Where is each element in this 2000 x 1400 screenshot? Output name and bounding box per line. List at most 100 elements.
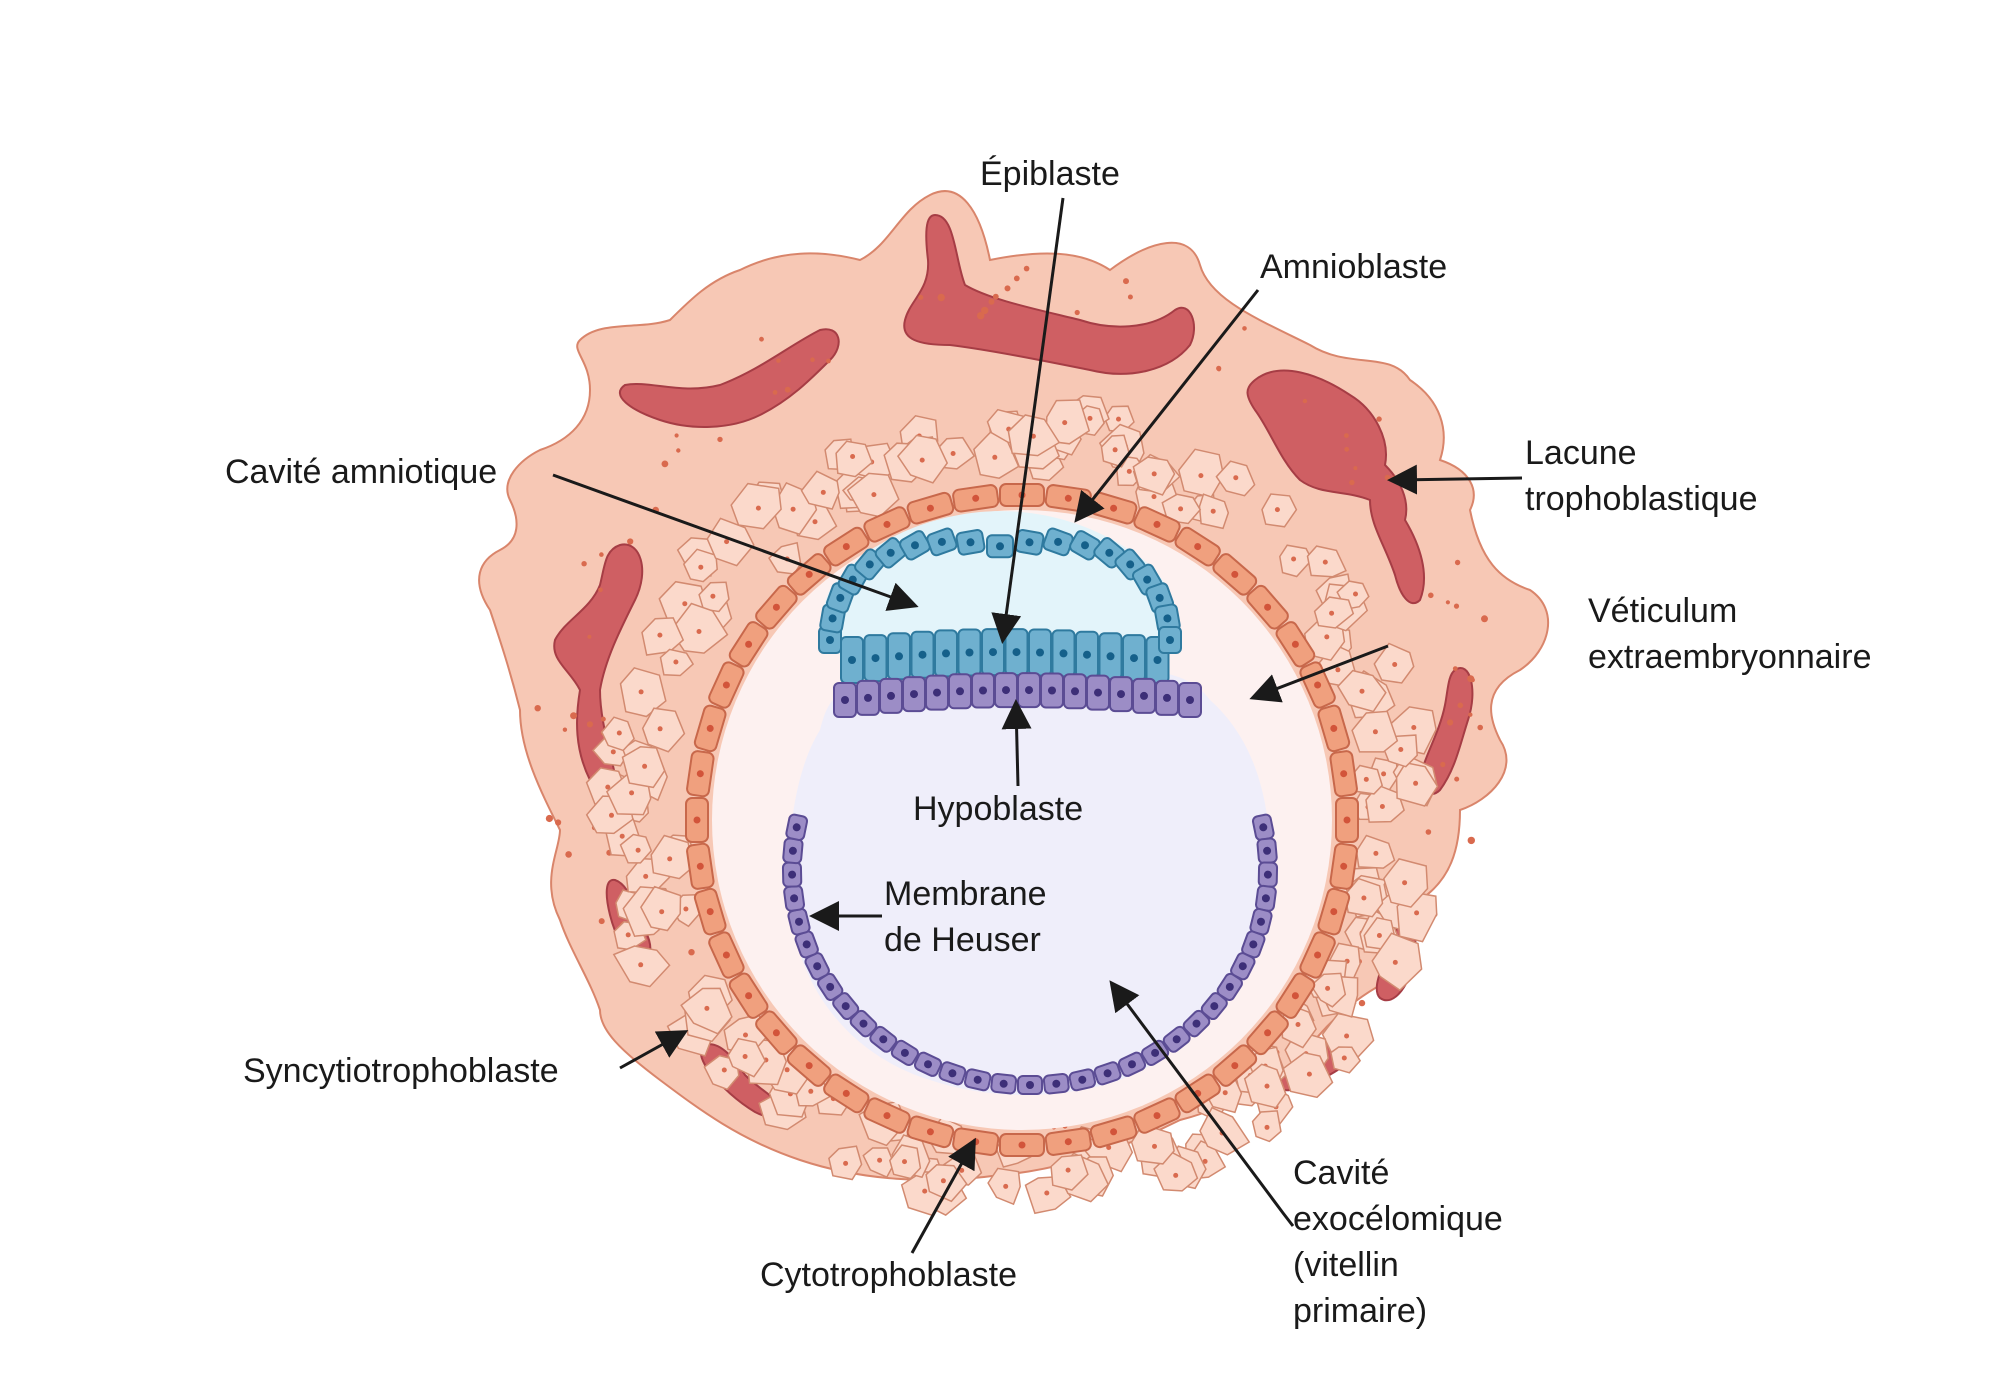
cell-nucleus <box>1044 1190 1050 1196</box>
heuser-cell <box>1162 1025 1191 1053</box>
cytotrophoblast-cell <box>1045 399 1091 445</box>
cell-nucleus <box>635 847 641 853</box>
cell-nucleus <box>1106 1145 1112 1150</box>
epiblast-cell-nucleus <box>965 648 974 657</box>
cytotrophoblast-cell <box>862 1147 895 1179</box>
label-exocelomique-3: (vitellin <box>1293 1246 1399 1284</box>
syncytio-nucleus <box>1445 600 1450 605</box>
cytotrophoblast-ring-cell <box>755 584 798 630</box>
cell-nucleus <box>1392 959 1398 965</box>
amnioblast-cell-nucleus <box>886 548 895 557</box>
cell-nucleus <box>820 489 826 495</box>
hypoblast-cell-nucleus <box>1186 696 1194 704</box>
hypoblast-cell <box>925 674 949 711</box>
syncytio-nucleus <box>826 358 831 364</box>
epiblast-cell-nucleus <box>989 648 997 657</box>
syncytio-nucleus <box>661 460 669 468</box>
cell-nucleus <box>1126 468 1132 474</box>
cell-nucleus <box>605 784 611 790</box>
cytotrophoblast-cell <box>706 517 755 567</box>
label-lacune-2: trophoblastique <box>1525 480 1758 518</box>
syncytio-nucleus <box>1467 836 1476 845</box>
cell-nucleus <box>1329 610 1335 616</box>
syncytio-nucleus <box>1468 712 1473 717</box>
ring-cell-nucleus <box>1153 1112 1161 1120</box>
hypoblast-cell <box>1017 672 1041 709</box>
heuser-cell-nucleus <box>802 940 811 949</box>
epiblast-cell-nucleus <box>1106 652 1115 661</box>
cell-nucleus <box>1344 1033 1350 1039</box>
heuser-membrane <box>781 813 1279 1095</box>
cytotrophoblast-ring-cell <box>686 750 715 798</box>
syncytio-nucleus <box>1358 999 1366 1007</box>
amnioblast-cell-nucleus <box>865 560 874 569</box>
ring-cell-nucleus <box>1343 816 1351 824</box>
cell-nucleus <box>643 873 649 879</box>
syncytio-nucleus <box>1481 615 1488 623</box>
cell-nucleus <box>1116 416 1121 422</box>
label-hypoblaste: Hypoblaste <box>913 790 1083 828</box>
cytotrophoblast-ring-cell <box>708 931 745 979</box>
cell-nucleus <box>1003 1183 1009 1189</box>
epiblast-cell-nucleus <box>895 652 903 661</box>
heuser-cell <box>990 1072 1018 1095</box>
syncytio-nucleus <box>1123 278 1129 285</box>
ring-cell-nucleus <box>1340 862 1348 870</box>
heuser-cell-nucleus <box>790 894 799 903</box>
ring-cell-nucleus <box>1340 770 1348 778</box>
cytotrophoblast-cell <box>730 482 782 530</box>
epiblast-layer <box>840 628 1170 684</box>
arrow-cytotrophoblaste <box>910 1137 976 1254</box>
syncytio-nucleus <box>977 312 985 320</box>
syncytio-nucleus <box>992 293 999 300</box>
epiblast-cell <box>1028 628 1052 677</box>
ring-cell-nucleus <box>1291 640 1299 648</box>
heuser-cell <box>1068 1068 1097 1092</box>
cell-nucleus <box>696 629 702 634</box>
heuser-cell <box>785 813 809 841</box>
cell-nucleus <box>1306 1071 1312 1077</box>
cell-nucleus <box>629 790 635 796</box>
label-arrows <box>552 197 1523 1254</box>
syncytio-nucleus <box>1452 666 1458 671</box>
cytotrophoblast-cell <box>1279 544 1313 578</box>
syncytio-nucleus <box>1454 776 1460 782</box>
heuser-cell <box>890 1039 919 1066</box>
syncytio-nucleus <box>1440 761 1446 768</box>
ring-cell-nucleus <box>1194 543 1202 551</box>
ring-cell-nucleus <box>1064 1138 1072 1146</box>
ring-cell-nucleus <box>1264 1029 1272 1037</box>
syncytio-nucleus <box>688 949 695 956</box>
hypoblast-cell-nucleus <box>1002 686 1010 695</box>
label-membrane-2: de Heuser <box>884 921 1041 959</box>
cell-nucleus <box>1178 506 1184 512</box>
cytotrophoblast-ring-cell <box>1246 584 1289 630</box>
ring-cell-nucleus <box>722 951 730 959</box>
amnioblast-cell-nucleus <box>828 614 837 623</box>
ring-cell-nucleus <box>722 681 730 689</box>
cell-nucleus <box>721 1067 727 1073</box>
syncytio-nucleus <box>598 587 603 593</box>
heuser-cell <box>1241 930 1266 959</box>
heuser-cell-nucleus <box>1128 1060 1136 1069</box>
epiblast-cell-nucleus <box>1153 656 1162 664</box>
amnioblast-cell-nucleus <box>1081 541 1089 550</box>
heuser-cell-nucleus <box>788 870 797 879</box>
cytotrophoblast-ring-cell <box>863 1097 911 1134</box>
amnioblast-cell-nucleus <box>826 636 834 644</box>
epiblast-cell <box>981 628 1005 677</box>
arrow-exocelomique <box>1109 980 1295 1227</box>
heuser-cell-nucleus <box>1103 1069 1112 1078</box>
cell-nucleus <box>1264 1083 1270 1089</box>
syncytio-nucleus <box>1013 275 1020 282</box>
cell-nucleus <box>638 962 644 968</box>
heuser-cell <box>1257 861 1279 888</box>
cell-nucleus <box>1413 780 1419 786</box>
label-reticulum-1: Véticulum <box>1588 592 1737 630</box>
syncytio-nucleus <box>1004 285 1011 292</box>
heuser-cell-nucleus <box>795 917 803 926</box>
heuser-cell-nucleus <box>859 1019 868 1028</box>
ring-cell-nucleus <box>1314 681 1322 689</box>
hypoblast-cell <box>902 676 926 713</box>
syncytio-nucleus <box>627 538 634 545</box>
